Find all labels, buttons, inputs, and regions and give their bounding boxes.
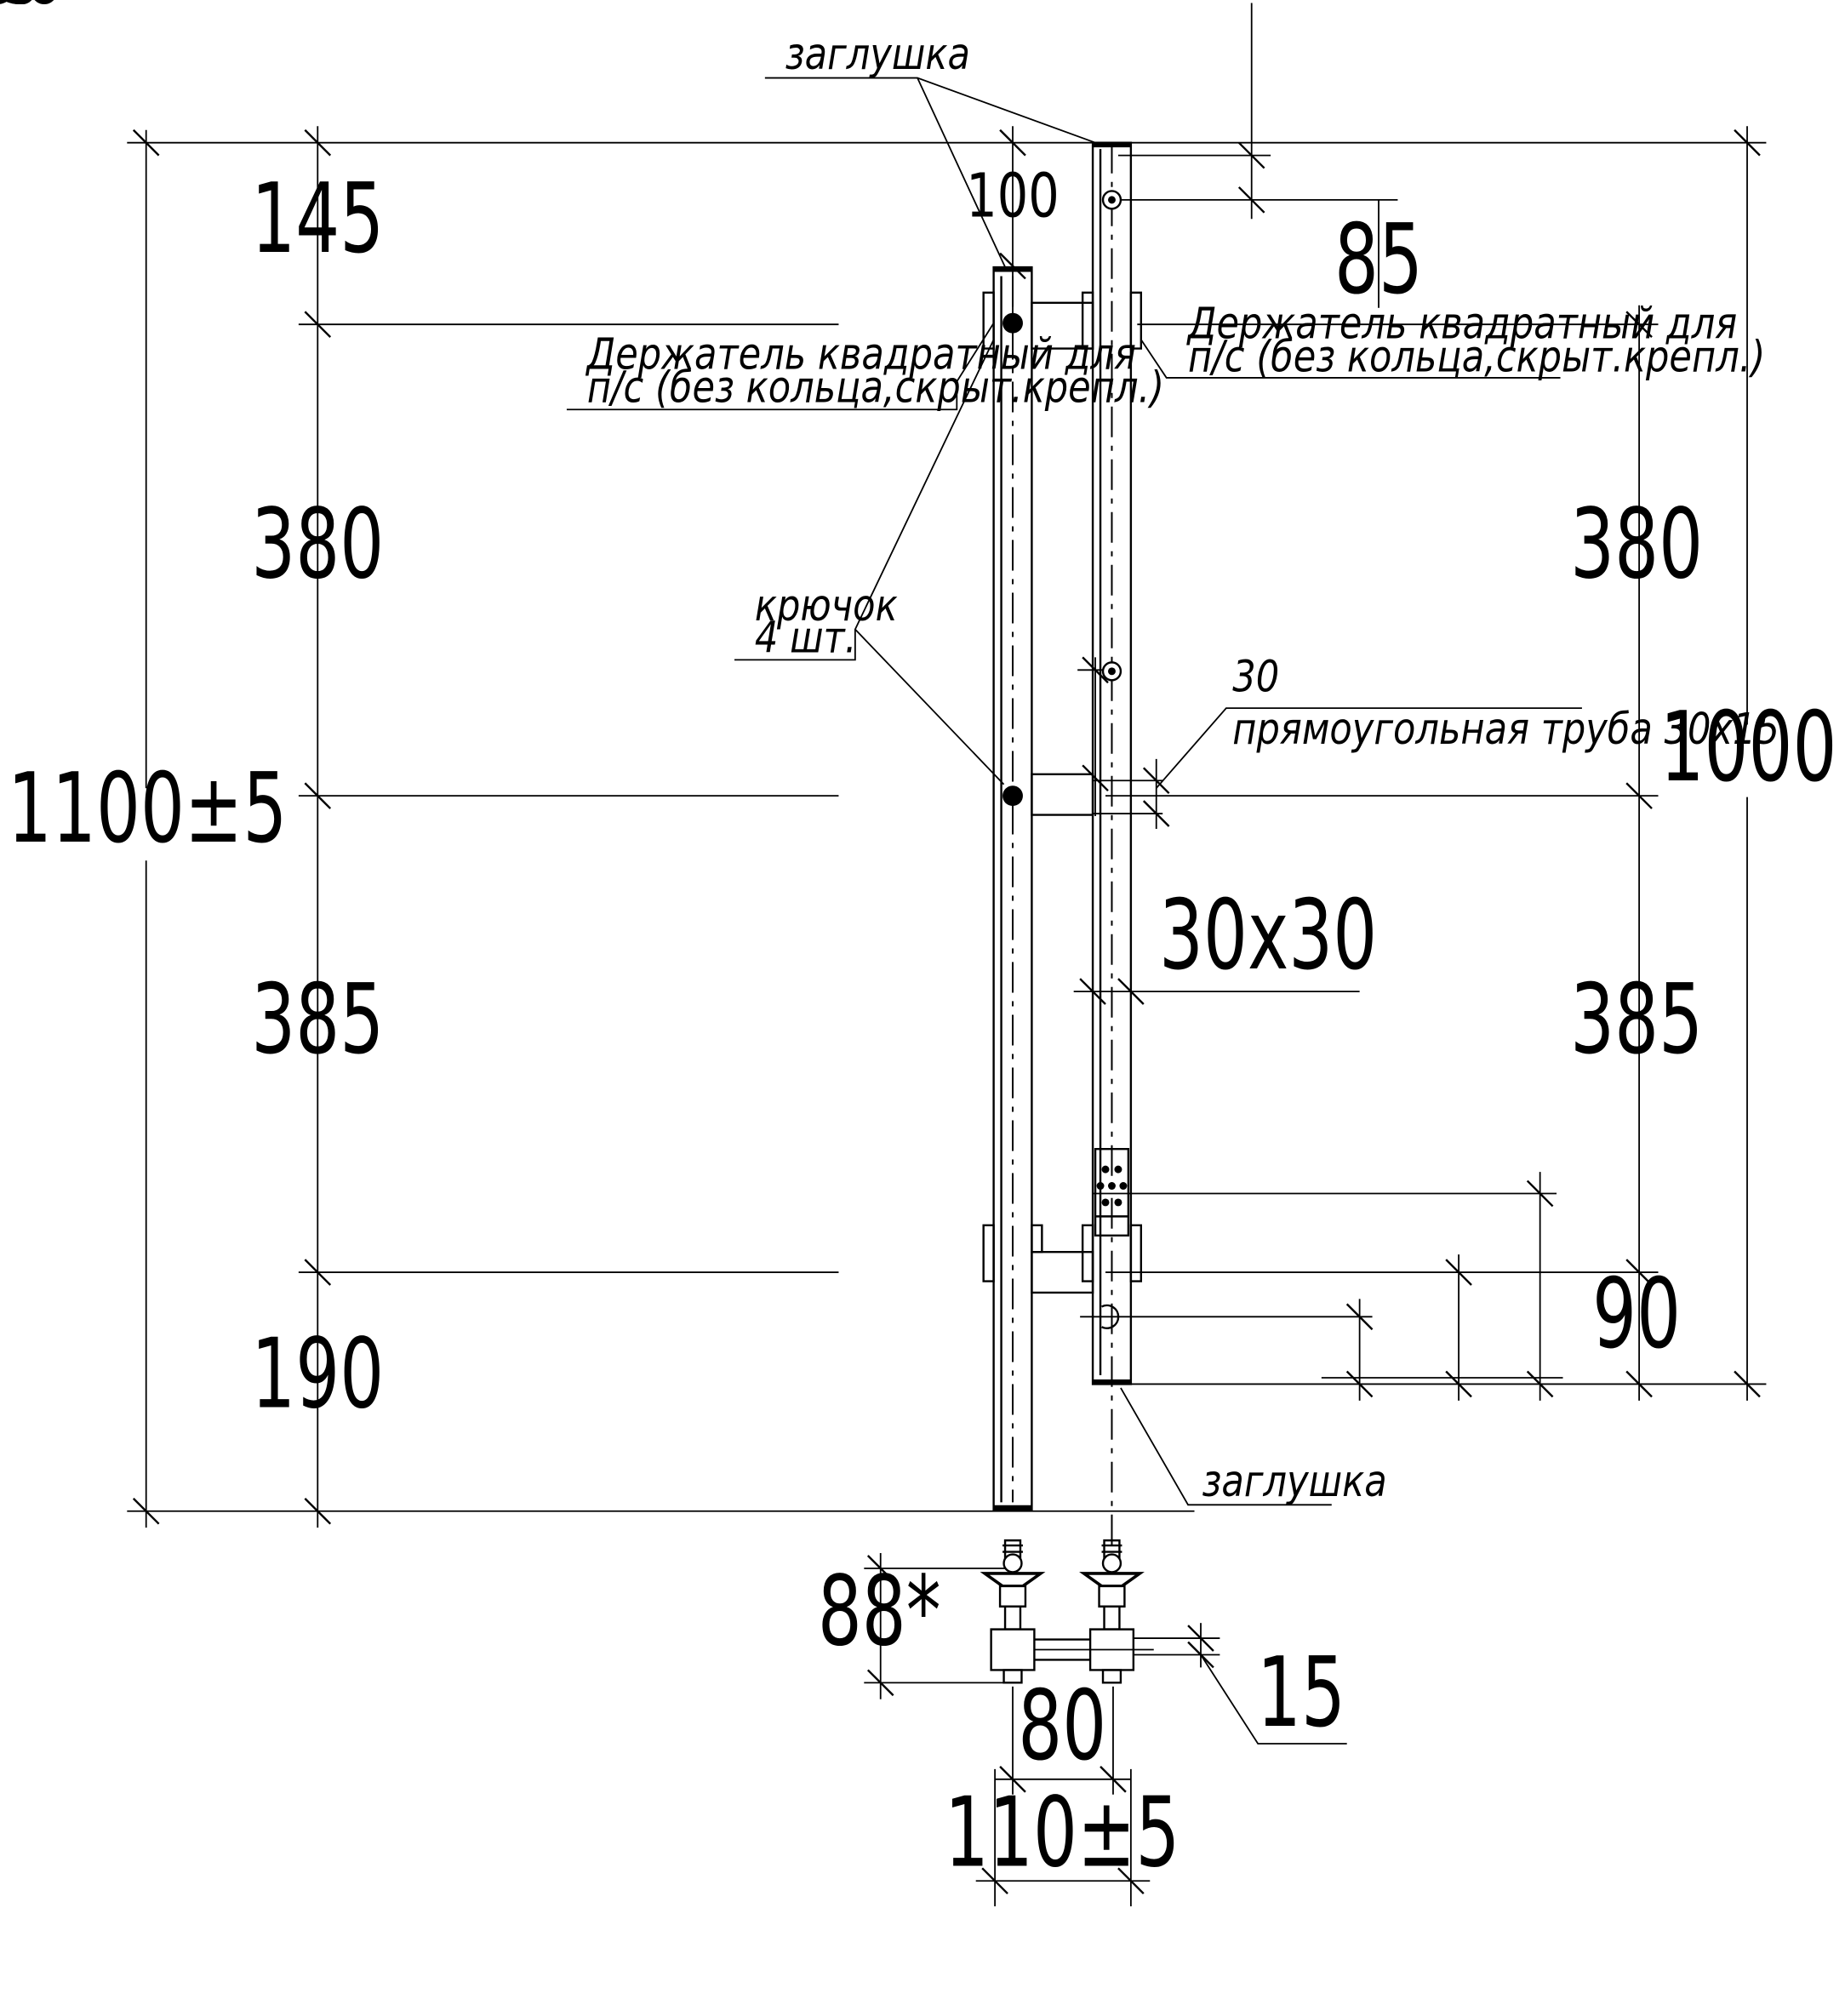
- dim-110: 110±5: [945, 1777, 1180, 1889]
- dim-85-mid: 85: [0, 0, 44, 26]
- label-plug-top: заглушка: [785, 30, 970, 80]
- left-vertical-tube: [994, 267, 1032, 1510]
- label-tube-rect: прямоугольная труба 30х15: [1232, 705, 1779, 755]
- dim-40: 40: [0, 0, 44, 26]
- valve-left: [980, 1540, 1046, 1682]
- dim-85-bottom: 85: [0, 0, 44, 26]
- dim-30x30: 30х30: [1159, 880, 1377, 992]
- label-holder-right-line2: п/с (без кольца,скрыт.крепл.): [1188, 332, 1765, 382]
- right-vertical-tube: [1093, 143, 1131, 1553]
- dim-145: 145: [251, 163, 384, 276]
- label-hook-line1: крючок: [755, 581, 898, 631]
- hooks: [1002, 191, 1121, 1328]
- dimension-texts: 1100±5 145 380 385 190 100 40 85 380 385…: [0, 0, 1836, 1889]
- dim-88: 88*: [818, 1556, 941, 1668]
- dim-380-right: 380: [1570, 488, 1703, 601]
- holders: [984, 293, 1141, 1282]
- label-plug-bottom: заглушка: [1202, 1457, 1386, 1507]
- annotation-texts: заглушка заглушка Держатель квадратный д…: [585, 30, 1779, 1507]
- label-hook-line2: 4 шт.: [755, 613, 857, 663]
- valve-bridge: [1034, 1640, 1153, 1660]
- dim-190: 190: [251, 1318, 384, 1431]
- dim-1000: 1000: [1660, 692, 1837, 804]
- dim-380-left: 380: [251, 488, 384, 601]
- valve-right: [1079, 1540, 1145, 1682]
- dim-80: 80: [1018, 1670, 1106, 1782]
- dim-150: 150: [0, 0, 66, 26]
- dim-15: 15: [1257, 1637, 1345, 1750]
- label-holder-right-line1: Держатель квадратный для: [1186, 299, 1737, 349]
- electric-heating-element: [1095, 1149, 1128, 1236]
- cross-tubes: [1031, 303, 1093, 1293]
- dim-85-top: 85: [1334, 203, 1423, 316]
- dim-50: 50: [0, 0, 44, 26]
- label-tube-rect-size: 30: [1232, 652, 1279, 702]
- dim-385-left: 385: [251, 963, 384, 1076]
- dim-385-right: 385: [1570, 963, 1703, 1076]
- dim-90: 90: [1592, 1259, 1681, 1371]
- dim-100: 100: [966, 161, 1059, 231]
- dim-1100: 1100±5: [8, 752, 287, 865]
- label-holder-left-line2: п/с (без кольца,скрыт.крепл.): [587, 363, 1164, 413]
- label-holder-left-line1: Держатель квадратный для: [585, 329, 1136, 380]
- dimension-lines: [127, 3, 1766, 1906]
- leaders: [567, 78, 1561, 1505]
